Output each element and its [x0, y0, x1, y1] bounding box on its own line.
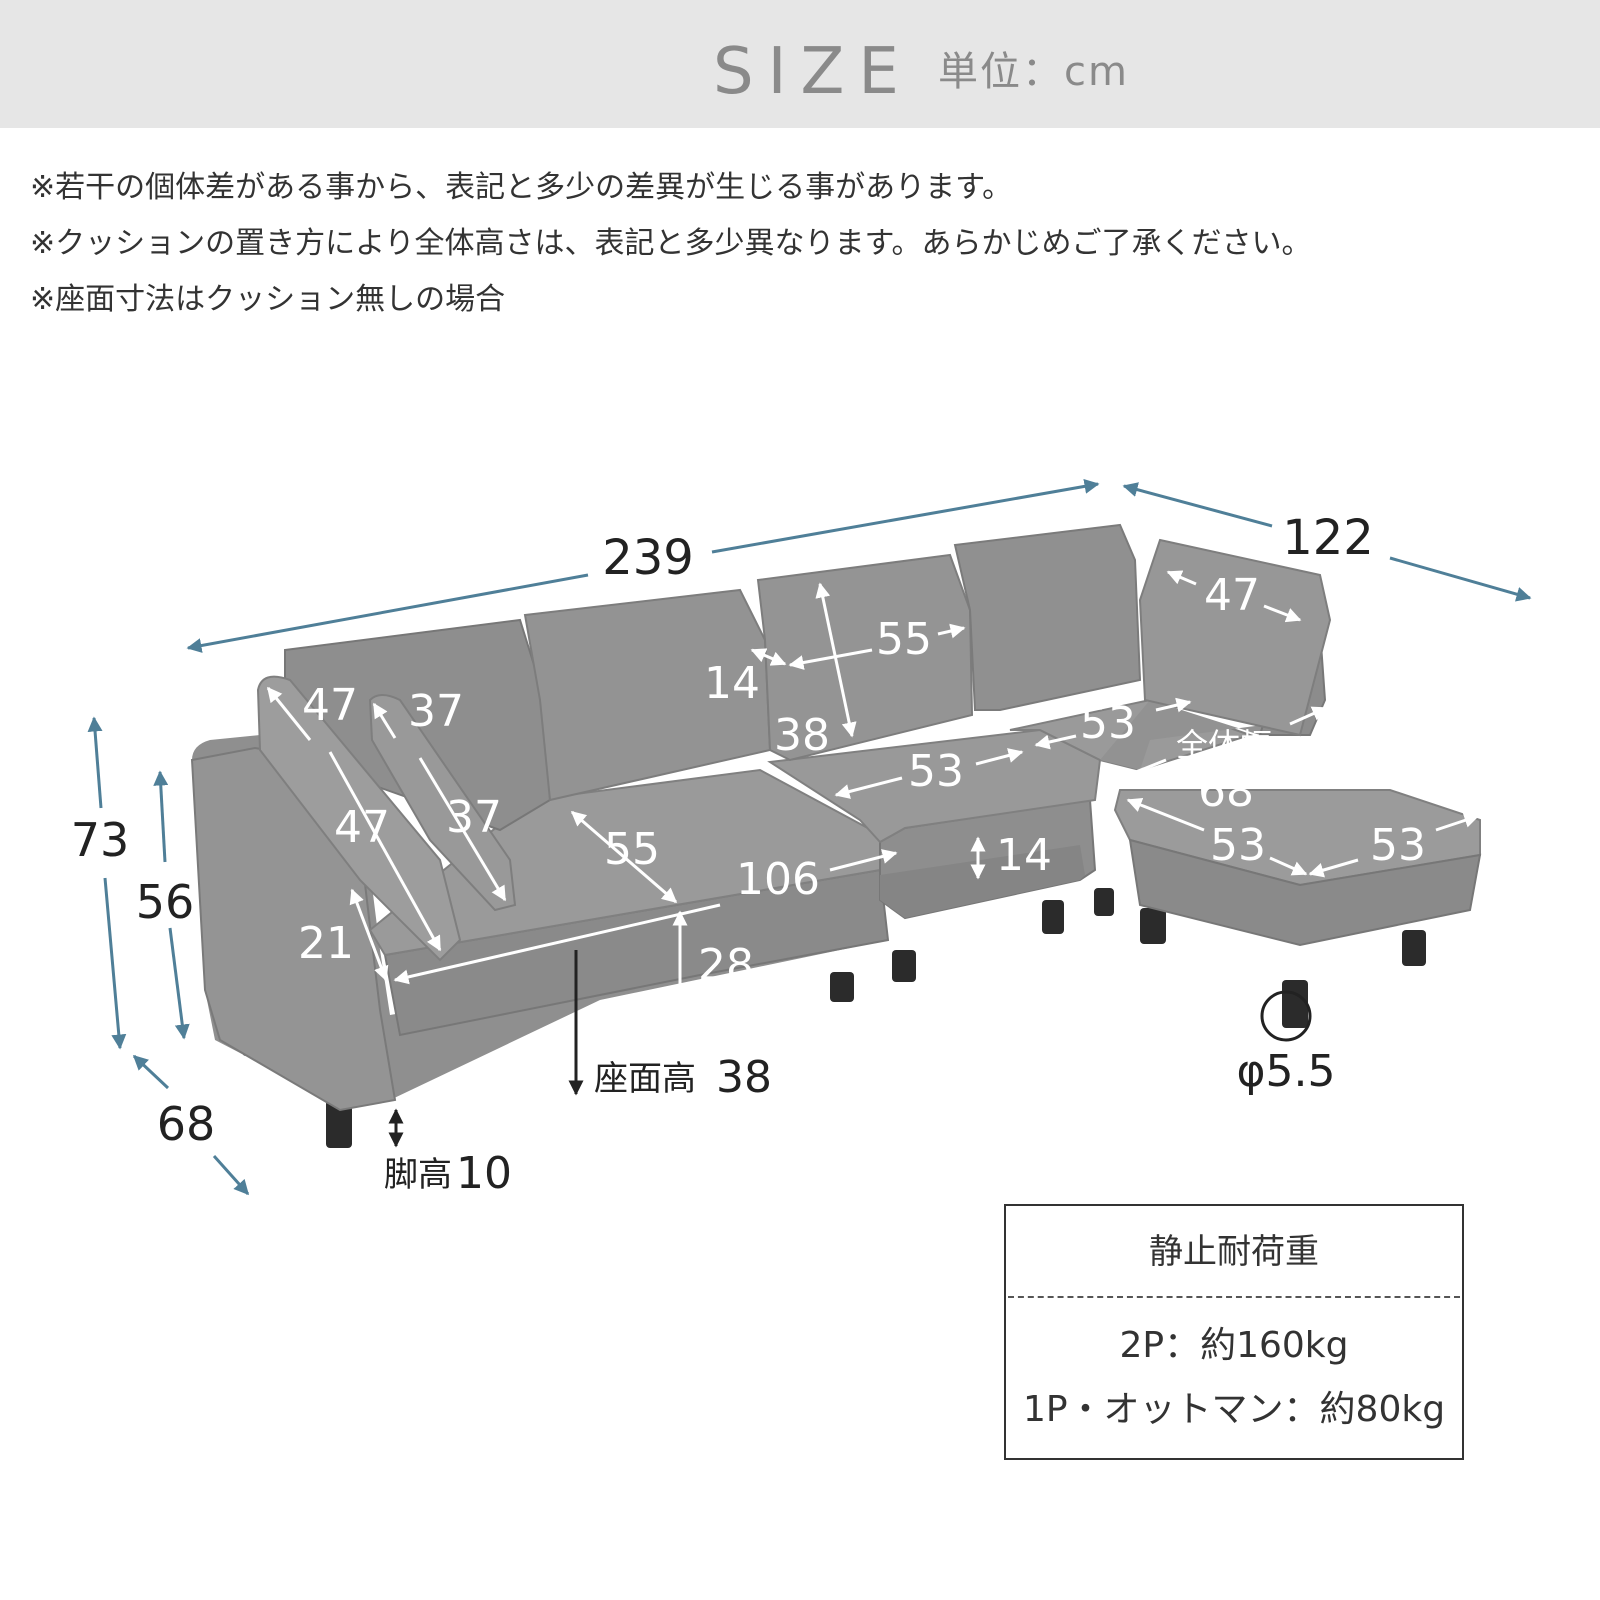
- dim-leg-diameter: φ5.5: [1237, 1046, 1336, 1097]
- dim-right-seat-width: 53: [1080, 698, 1136, 749]
- dim-seat-height-value: 38: [716, 1052, 772, 1103]
- header-bar: SIZE 単位：cm: [0, 0, 1600, 128]
- dimension-labels: 239 122 73 56 68 47 47 37 37 21 55 106 2…: [71, 510, 1426, 1199]
- dim-pillow-small-2: 37: [446, 792, 502, 843]
- dim-leg-height-label: 脚高: [384, 1155, 452, 1195]
- dim-right-back-width: 47: [1204, 570, 1260, 621]
- dim-total-width: 239: [602, 530, 694, 586]
- dim-pillow-small-1: 37: [408, 686, 464, 737]
- note-2: ※クッションの置き方により全体高さは、表記と多少異なります。あらかじめご了承くだ…: [30, 226, 1312, 261]
- dim-back-height: 38: [774, 710, 830, 761]
- note-3: ※座面寸法はクッション無しの場合: [30, 282, 506, 317]
- dim-overall-value: 68: [1198, 766, 1254, 817]
- outer-dimension-lines: [87, 478, 1532, 1196]
- load-capacity-box: 静止耐荷重 2P：約160kg 1P・オットマン：約80kg: [1004, 1204, 1464, 1460]
- dim-ottoman-w1: 53: [1210, 820, 1266, 871]
- unit-label: 単位：cm: [938, 49, 1129, 95]
- dim-overall-label: 全体幅: [1176, 726, 1272, 764]
- load-line-2p: 2P：約160kg: [1119, 1325, 1349, 1366]
- dim-leg-height-value: 10: [456, 1148, 512, 1199]
- dim-back-width: 55: [876, 614, 932, 665]
- dim-height-total: 73: [71, 813, 130, 867]
- dim-ottoman-w2: 53: [1370, 820, 1426, 871]
- dim-arm-height: 56: [136, 875, 195, 929]
- load-title: 静止耐荷重: [1149, 1232, 1319, 1272]
- dim-pillow-large-2: 47: [334, 802, 390, 853]
- dim-pillow-large-1: 47: [302, 680, 358, 731]
- dim-seat-width: 106: [736, 854, 820, 905]
- dim-ottoman-depth: 122: [1282, 510, 1374, 566]
- load-line-1p: 1P・オットマン：約80kg: [1022, 1389, 1446, 1430]
- sofa-illustration: [190, 523, 1482, 1148]
- note-1: ※若干の個体差がある事から、表記と多少の差異が生じる事があります。: [30, 170, 1013, 205]
- black-dimension-lines: [388, 950, 1312, 1148]
- dim-arm-inner: 21: [298, 918, 354, 969]
- dim-mid-seat-thickness: 14: [996, 830, 1052, 881]
- notes: ※若干の個体差がある事から、表記と多少の差異が生じる事があります。 ※クッション…: [30, 160, 1595, 328]
- dim-mid-seat-width: 53: [908, 746, 964, 797]
- dim-seat-depth: 55: [604, 824, 660, 875]
- dim-seat-thickness: 28: [698, 940, 754, 991]
- load-divider: [1008, 1296, 1460, 1298]
- page-title: SIZE: [713, 35, 913, 109]
- dim-back-thickness: 14: [704, 658, 760, 709]
- dim-depth: 68: [157, 1097, 216, 1151]
- leg-diameter-circle: [1260, 990, 1312, 1042]
- inner-dimension-lines: [266, 570, 1480, 1017]
- sofa-legs: [242, 888, 1426, 1148]
- dim-seat-height-label: 座面高: [594, 1059, 696, 1099]
